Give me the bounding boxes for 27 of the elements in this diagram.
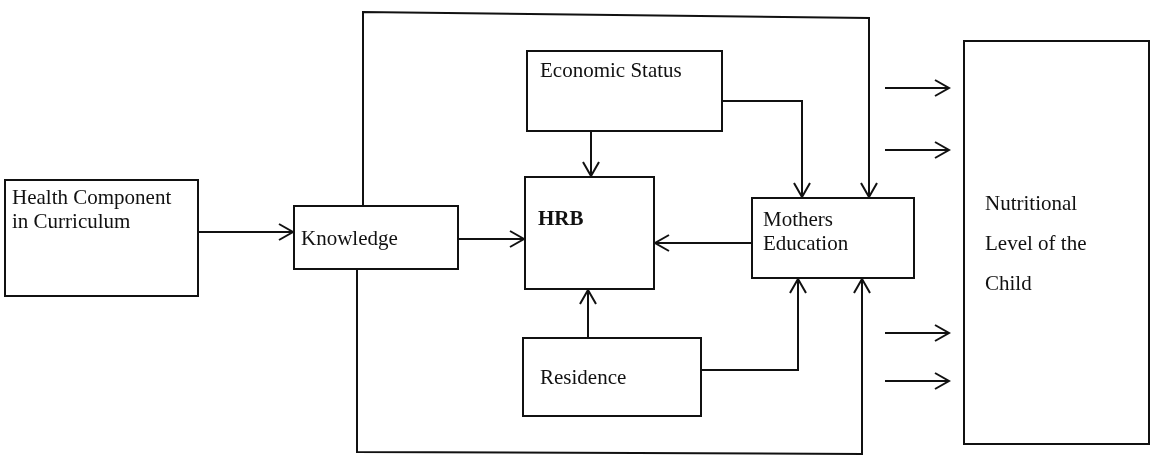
- box-label: Knowledge: [301, 225, 399, 250]
- arrow: [884, 79, 950, 97]
- arrow: [198, 223, 294, 241]
- arrow: [884, 372, 950, 390]
- box-label: Mothers Education: [763, 207, 850, 255]
- arrow: [884, 324, 950, 342]
- box-label: Residence: [540, 365, 628, 389]
- process-box: [751, 197, 915, 279]
- box-label: Economic Status: [540, 58, 683, 82]
- arrow: [701, 278, 807, 371]
- arrow: [458, 230, 525, 248]
- process-box: [293, 205, 459, 270]
- process-box: [526, 50, 723, 132]
- box-label: Health Component in Curriculum: [12, 185, 173, 233]
- arrow: [582, 131, 600, 177]
- process-box: [524, 176, 655, 290]
- process-box: [522, 337, 702, 417]
- box-label: HRB: [538, 206, 585, 230]
- arrow: [362, 11, 878, 206]
- arrow: [722, 100, 811, 198]
- arrow: [356, 269, 871, 455]
- arrow: [579, 289, 597, 338]
- process-box: [4, 179, 199, 297]
- box-label: Nutritional Level of the Child: [985, 189, 1088, 297]
- arrow: [654, 234, 752, 252]
- process-box: [963, 40, 1150, 445]
- arrow: [884, 141, 950, 159]
